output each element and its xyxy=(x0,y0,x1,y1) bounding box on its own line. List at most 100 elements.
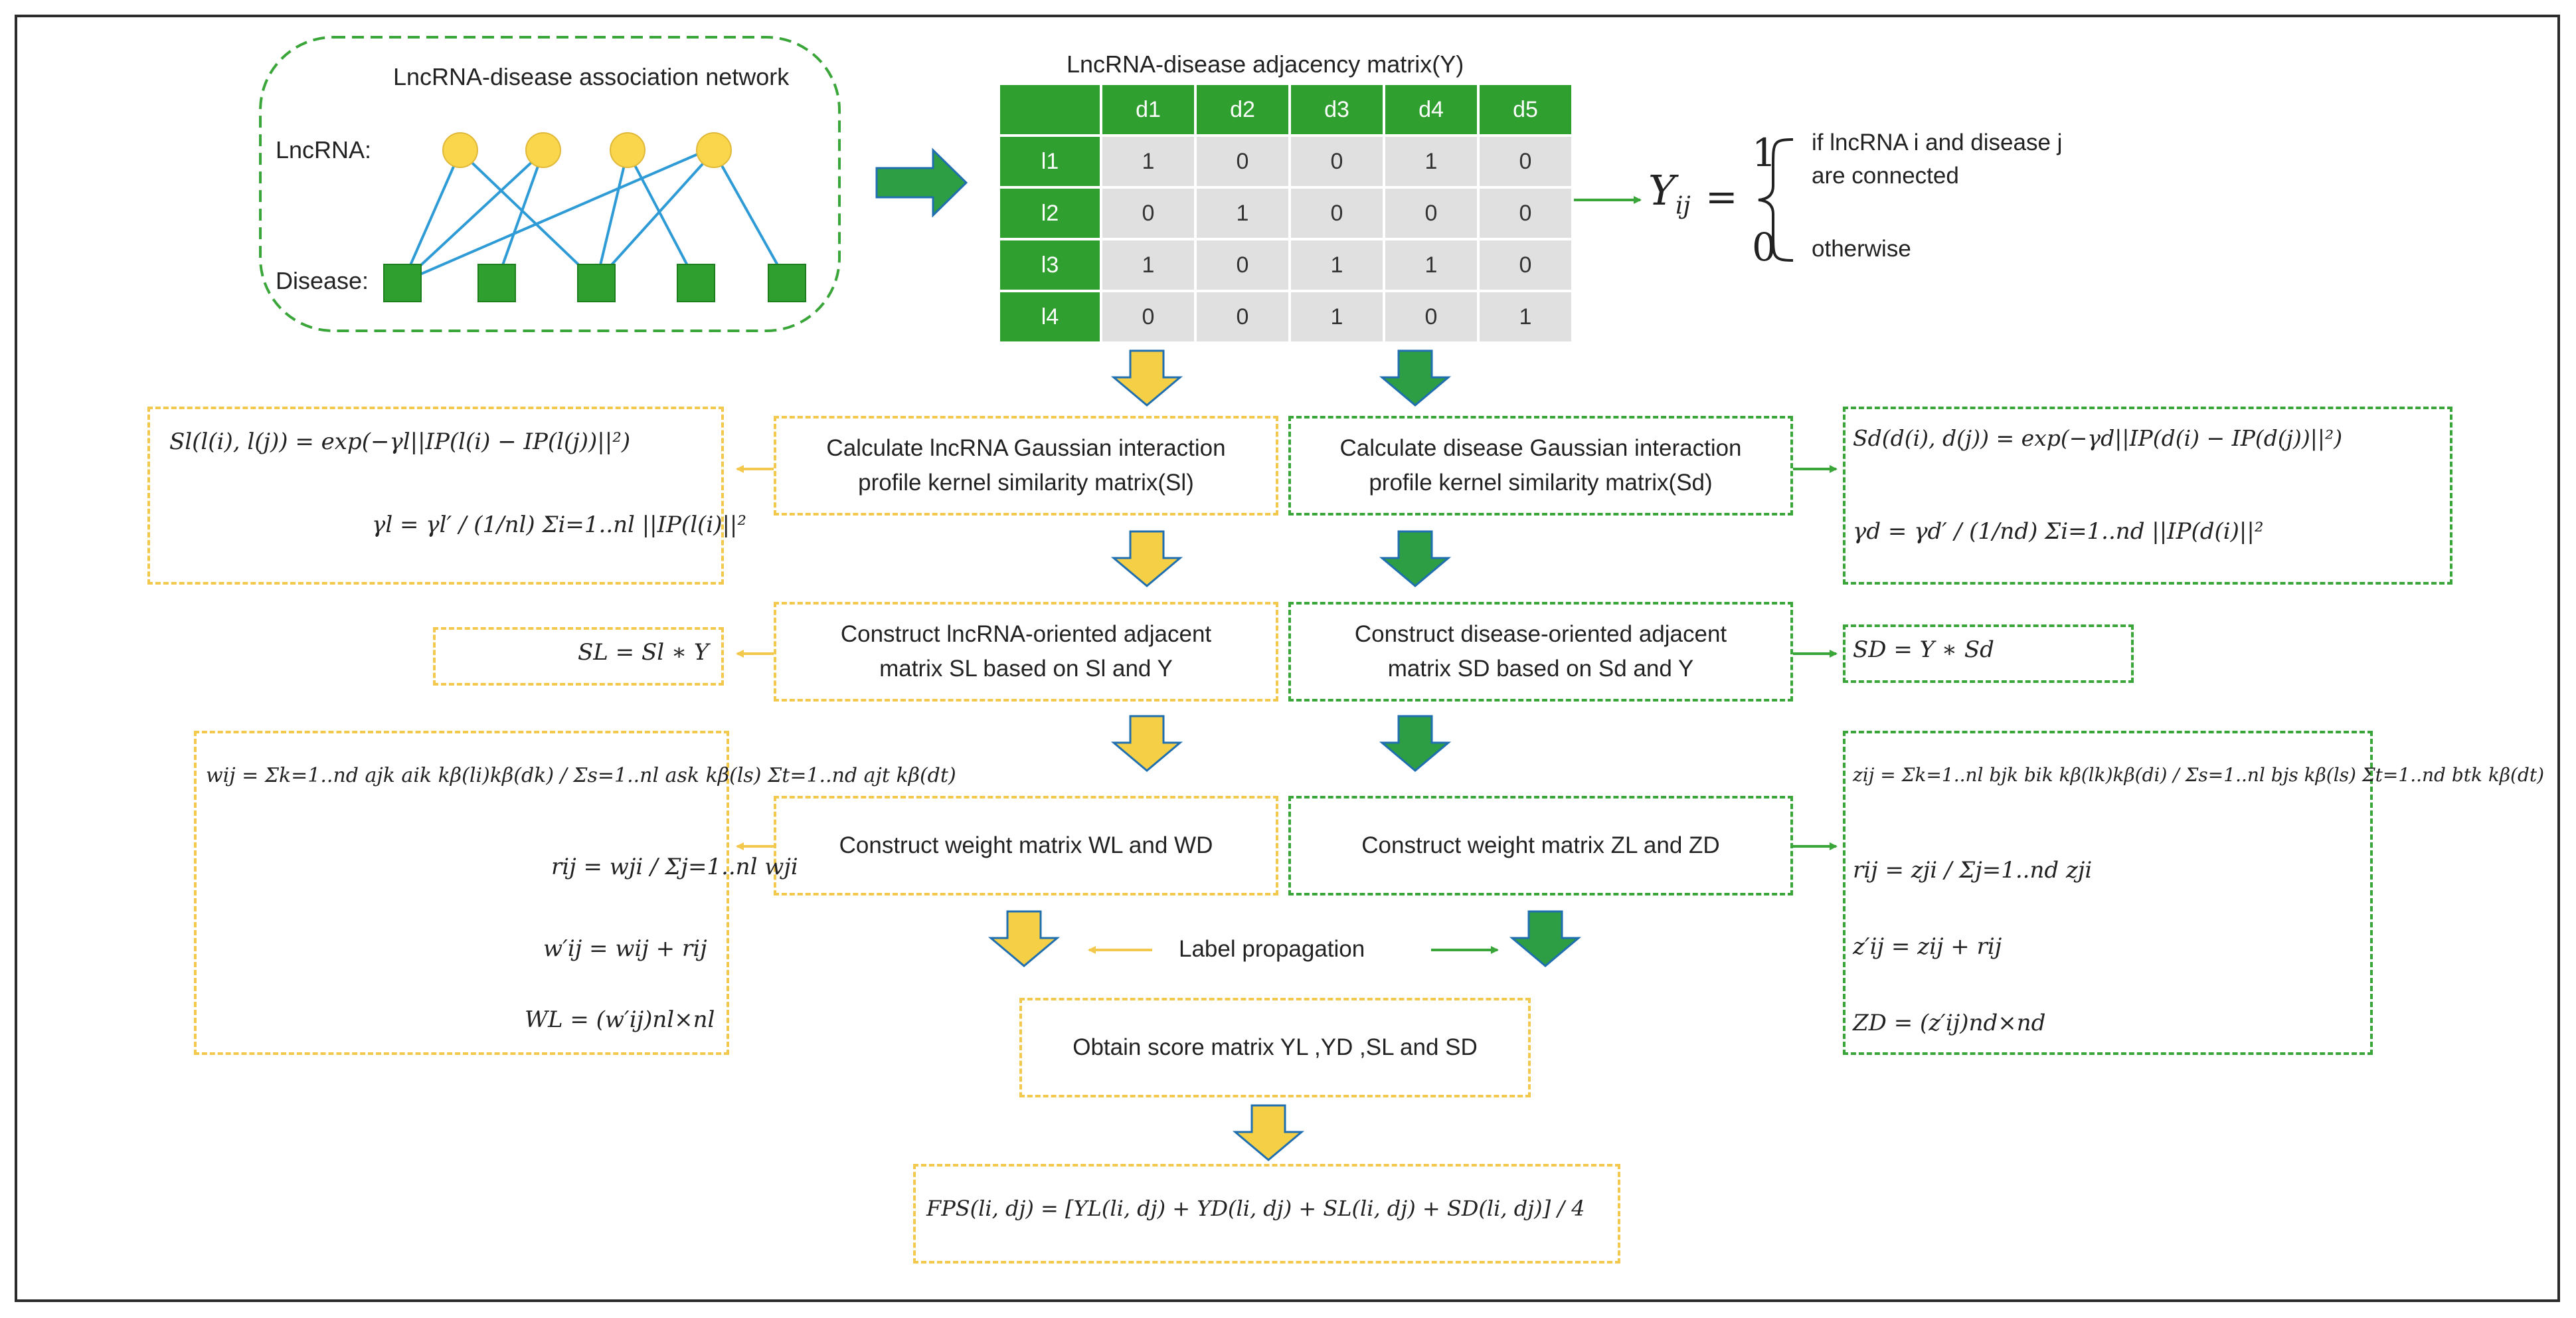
step-gauss-lncrna: Calculate lncRNA Gaussian interaction pr… xyxy=(774,416,1278,516)
step-score-text: Obtain score matrix YL ,YD ,SL and SD xyxy=(1073,1034,1478,1060)
disease-row-label: Disease: xyxy=(276,267,369,294)
matrix-cell: 0 xyxy=(1385,292,1477,341)
step-gauss-lncrna-line2: profile kernel similarity matrix(Sl) xyxy=(858,470,1194,496)
lncrna-nodes xyxy=(442,132,732,168)
yij-equals: = xyxy=(1705,174,1738,219)
formula-gamma-d: γd = γd′ / (1/nd) Σi=1..nd ||IP(d(i)||² xyxy=(1853,518,2264,545)
formula-wij: wij = Σk=1..nd ajk aik kβ(li)kβ(dk) / Σs… xyxy=(206,764,956,787)
yij-case0-text: otherwise xyxy=(1812,236,1911,262)
yij-brace xyxy=(1758,138,1794,262)
formula-box-sd xyxy=(1843,407,2452,585)
matrix-cell: 0 xyxy=(1197,137,1288,186)
formula-sl-sim: Sl(l(i), l(j)) = exp(−γl||IP(l(i) − IP(l… xyxy=(169,428,631,455)
formula-sd-sim: Sd(d(i), d(j)) = exp(−γd||IP(d(i) − IP(d… xyxy=(1853,425,2343,451)
network-title: LncRNA-disease association network xyxy=(393,63,790,90)
matrix-row-header: l4 xyxy=(1000,292,1100,341)
arrow-down-yellow-3 xyxy=(1110,715,1183,772)
matrix-row-header: l1 xyxy=(1000,137,1100,186)
arrow-network-to-matrix xyxy=(875,147,968,218)
matrix-cell: 1 xyxy=(1385,137,1477,186)
formula-WL: WL = (w′ij)nl×nl xyxy=(525,1006,715,1033)
step-score: Obtain score matrix YL ,YD ,SL and SD xyxy=(1019,998,1531,1097)
formula-box-fps xyxy=(913,1164,1620,1264)
matrix-cell: 1 xyxy=(1480,292,1571,341)
matrix-cell: 1 xyxy=(1197,189,1288,238)
step-adj-lncrna: Construct lncRNA-oriented adjacent matri… xyxy=(774,602,1278,702)
formula-box-sl xyxy=(147,407,724,585)
arrow-down-yellow-final xyxy=(1232,1104,1305,1161)
matrix-cell: 1 xyxy=(1291,292,1383,341)
arrow-down-green-1 xyxy=(1379,349,1452,407)
matrix-cell: 1 xyxy=(1102,240,1194,290)
formula-zij-prime: z′ij = zij + rij xyxy=(1853,933,2002,960)
step-adj-disease-line1: Construct disease-oriented adjacent xyxy=(1354,621,1727,647)
matrix-col-header: d2 xyxy=(1197,85,1288,134)
step-weight-disease-text: Construct weight matrix ZL and ZD xyxy=(1361,832,1720,858)
matrix-cell: 1 xyxy=(1291,240,1383,290)
yij-symbol: Yij xyxy=(1648,166,1691,220)
yij-zero: 0 xyxy=(1752,225,1776,270)
step-gauss-disease-line2: profile kernel similarity matrix(Sd) xyxy=(1369,470,1713,496)
matrix-cell: 0 xyxy=(1102,292,1194,341)
matrix-cell: 0 xyxy=(1480,137,1571,186)
matrix-cell: 0 xyxy=(1480,189,1571,238)
formula-SD: SD = Y ∗ Sd xyxy=(1853,636,1994,663)
matrix-cell: 0 xyxy=(1385,189,1477,238)
matrix-col-header: d1 xyxy=(1102,85,1194,134)
matrix-title: LncRNA-disease adjacency matrix(Y) xyxy=(1067,50,1464,78)
formula-rij-l: rij = wji / Σj=1..nl wji xyxy=(551,854,798,880)
matrix-cell: 0 xyxy=(1291,189,1383,238)
formula-wij-prime: w′ij = wij + rij xyxy=(543,935,707,962)
step-gauss-disease: Calculate disease Gaussian interaction p… xyxy=(1288,416,1793,516)
matrix-row-header: l3 xyxy=(1000,240,1100,290)
step-adj-disease: Construct disease-oriented adjacent matr… xyxy=(1288,602,1793,702)
arrow-down-green-2 xyxy=(1379,530,1452,587)
matrix-cell: 0 xyxy=(1197,240,1288,290)
formula-gamma-l: γl = γl′ / (1/nl) Σi=1..nl ||IP(l(i)||² xyxy=(372,512,747,538)
formula-box-zd xyxy=(1843,731,2373,1055)
matrix-corner xyxy=(1000,85,1100,134)
matrix-row-header: l2 xyxy=(1000,189,1100,238)
yij-case1-line1: if lncRNA i and disease j xyxy=(1812,130,2063,155)
step-adj-lncrna-line1: Construct lncRNA-oriented adjacent xyxy=(840,621,1212,647)
step-adj-disease-line2: matrix SD based on Sd and Y xyxy=(1387,656,1694,682)
lncrna-row-label: LncRNA: xyxy=(276,136,372,163)
step-gauss-disease-line1: Calculate disease Gaussian interaction xyxy=(1339,435,1742,461)
step-gauss-lncrna-line1: Calculate lncRNA Gaussian interaction xyxy=(826,435,1226,461)
formula-box-SL xyxy=(433,627,724,686)
formula-fps: FPS(li, dj) = [YL(li, dj) + YD(li, dj) +… xyxy=(926,1196,1585,1221)
matrix-col-header: d4 xyxy=(1385,85,1477,134)
arrow-down-green-3 xyxy=(1379,715,1452,772)
arrow-down-yellow-2 xyxy=(1110,530,1183,587)
matrix-cell: 1 xyxy=(1102,137,1194,186)
matrix-cell: 0 xyxy=(1102,189,1194,238)
arrow-down-yellow-1 xyxy=(1110,349,1183,407)
label-propagation: Label propagation xyxy=(1179,936,1365,962)
yij-case1-line2: are connected xyxy=(1812,163,1959,189)
yij-one: 1 xyxy=(1752,130,1776,175)
network-box xyxy=(259,36,841,332)
formula-rij-d: rij = zji / Σj=1..nd zji xyxy=(1853,857,2093,884)
step-weight-lncrna-text: Construct weight matrix WL and WD xyxy=(839,832,1213,858)
formula-box-SD xyxy=(1843,624,2134,683)
formula-SL: SL = Sl ∗ Y xyxy=(578,639,709,666)
matrix-cell: 0 xyxy=(1480,240,1571,290)
matrix-col-header: d5 xyxy=(1480,85,1571,134)
matrix-cell: 0 xyxy=(1197,292,1288,341)
matrix-cell: 1 xyxy=(1385,240,1477,290)
matrix-cell: 0 xyxy=(1291,137,1383,186)
step-weight-lncrna: Construct weight matrix WL and WD xyxy=(774,796,1278,895)
formula-ZD: ZD = (z′ij)nd×nd xyxy=(1853,1010,2046,1036)
network-edges xyxy=(402,150,788,283)
formula-zij: zij = Σk=1..nl bjk bik kβ(lk)kβ(di) / Σs… xyxy=(1853,764,2545,786)
step-weight-disease: Construct weight matrix ZL and ZD xyxy=(1288,796,1793,895)
figure-frame xyxy=(15,15,2560,1302)
arrow-down-yellow-lp xyxy=(987,910,1061,967)
disease-nodes xyxy=(383,264,806,302)
step-adj-lncrna-line2: matrix SL based on Sl and Y xyxy=(879,656,1173,682)
matrix-col-header: d3 xyxy=(1291,85,1383,134)
arrow-down-green-lp xyxy=(1509,910,1582,967)
formula-box-wl xyxy=(194,731,729,1055)
network-edge-long xyxy=(402,150,705,283)
